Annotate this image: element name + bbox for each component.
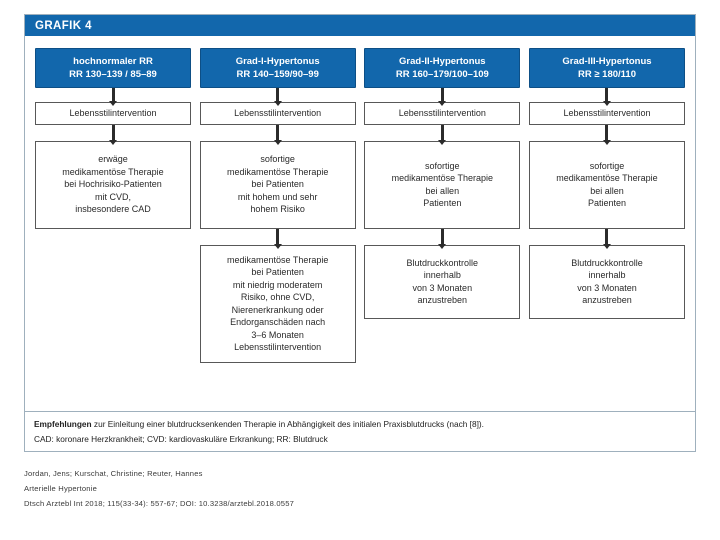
flowchart-columns: hochnormaler RR RR 130–139 / 85–89 Leben… [35,48,685,363]
connector-arrow-4a [605,88,609,102]
category-title-4: Grad-III-Hypertonus [562,56,652,67]
connector-arrow-3b [440,124,444,141]
secondary-line: Lebensstilintervention [234,342,322,352]
treatment-line: medikamentöse Therapie [556,173,658,183]
treatment-line: sofortige [425,160,460,171]
treatment-line: bei Hochrisiko-Patienten [64,179,162,190]
treatment-line: bei allen [425,185,460,196]
category-range-4: RR ≥ 180/110 [577,69,636,80]
connector-arrow-1b [111,124,115,141]
secondary-line: mit niedrig moderatem [232,279,323,290]
secondary-line: von 3 Monaten [412,282,473,293]
citation-block: Jordan, Jens; Kurschat, Christine; Reute… [24,466,524,511]
secondary-box-3: Blutdruckkontrolle innerhalb von 3 Monat… [364,244,521,319]
treatment-line: hohem Risiko [250,204,305,215]
category-range-2: RR 140–159/90–99 [236,69,319,80]
treatment-line: medikamentöse Therapie [226,166,329,177]
secondary-line: bei Patienten [251,267,304,277]
category-header-3: Grad-II-Hypertonus RR 160–179/100–109 [364,48,521,88]
flowchart-column-grad-ii: Grad-II-Hypertonus RR 160–179/100–109 Le… [364,48,521,319]
connector-arrow-4c [605,228,609,245]
figure-frame: GRAFIK 4 hochnormaler RR RR 130–139 / 85… [24,14,696,452]
category-header-1: hochnormaler RR RR 130–139 / 85–89 [35,48,191,88]
secondary-line: von 3 Monaten [577,282,637,293]
connector-arrow-1a [111,88,115,102]
caption-rest: zur Einleitung einer blutdrucksenkenden … [91,419,484,429]
treatment-line: medikamentöse Therapie [62,166,164,177]
treatment-box-3: sofortige medikamentöse Therapie bei all… [364,140,521,229]
secondary-line: anzustreben [417,295,468,305]
connector-arrow-3a [440,88,444,102]
caption-bold-lead: Empfehlungen [34,419,92,429]
category-range-1: RR 130–139 / 85–89 [69,69,157,80]
connector-arrow-3c [440,228,444,245]
secondary-line: innerhalb [588,270,626,280]
treatment-line: medikamentöse Therapie [391,173,493,183]
category-title-3: Grad-II-Hypertonus [399,56,486,67]
secondary-line: innerhalb [423,270,461,280]
secondary-box-4: Blutdruckkontrolle innerhalb von 3 Monat… [528,244,685,319]
abbreviation-legend: CAD: koronare Herzkrankheit; CVD: kardio… [34,434,328,444]
figure-header-label: GRAFIK 4 [35,19,92,32]
treatment-line: insbesondere CAD [75,204,151,215]
flowchart-column-hochnormaler: hochnormaler RR RR 130–139 / 85–89 Leben… [35,48,191,229]
secondary-box-2: medikamentöse Therapie bei Patienten mit… [199,244,356,363]
figure-caption: Empfehlungen zur Einleitung einer blutdr… [34,418,686,430]
category-range-3: RR 160–179/100–109 [395,69,489,80]
treatment-line: Patienten [587,198,626,208]
treatment-line: Patienten [423,198,462,208]
connector-arrow-4b [605,124,609,141]
treatment-line: bei Patienten [251,179,304,190]
citation-authors: Jordan, Jens; Kurschat, Christine; Reute… [24,469,203,478]
category-title-2: Grad-I-Hypertonus [235,56,320,67]
secondary-line: 3–6 Monaten [251,329,304,340]
connector-arrow-2a [276,88,280,102]
secondary-line: Blutdruckkontrolle [406,257,479,268]
treatment-line: sofortige [260,154,295,165]
secondary-line: Nierenerkrankung oder [231,304,324,315]
treatment-line: bei allen [590,185,624,196]
secondary-line: Blutdruckkontrolle [571,257,643,268]
secondary-line: anzustreben [582,295,632,305]
treatment-box-2: sofortige medikamentöse Therapie bei Pat… [199,140,356,229]
secondary-line: Risiko, ohne CVD, [240,292,315,302]
category-title-1: hochnormaler RR [73,56,153,67]
treatment-line: erwäge [98,154,128,165]
figure-caption-zone: Empfehlungen zur Einleitung einer blutdr… [25,411,695,451]
secondary-line: Endorganschäden nach [230,317,326,327]
category-header-2: Grad-I-Hypertonus RR 140–159/90–99 [199,48,356,88]
treatment-line: mit hohem und sehr [237,191,318,202]
treatment-box-1: erwäge medikamentöse Therapie bei Hochri… [35,140,191,229]
secondary-line: medikamentöse Therapie [226,254,329,265]
connector-arrow-2b [276,124,280,141]
flowchart-area: hochnormaler RR RR 130–139 / 85–89 Leben… [25,36,695,412]
citation-source: Dtsch Arztebl Int 2018; 115(33-34): 557-… [24,499,295,508]
treatment-line: sofortige [589,160,625,171]
treatment-line: mit CVD, [95,191,131,202]
category-header-4: Grad-III-Hypertonus RR ≥ 180/110 [528,48,685,88]
flowchart-column-grad-iii: Grad-III-Hypertonus RR ≥ 180/110 Lebenss… [528,48,685,319]
treatment-box-4: sofortige medikamentöse Therapie bei all… [528,140,685,229]
figure-header-bar: GRAFIK 4 [25,15,695,36]
connector-arrow-2c [276,228,280,245]
flowchart-column-grad-i: Grad-I-Hypertonus RR 140–159/90–99 Leben… [199,48,356,363]
citation-title: Arterielle Hypertonie [24,484,97,493]
